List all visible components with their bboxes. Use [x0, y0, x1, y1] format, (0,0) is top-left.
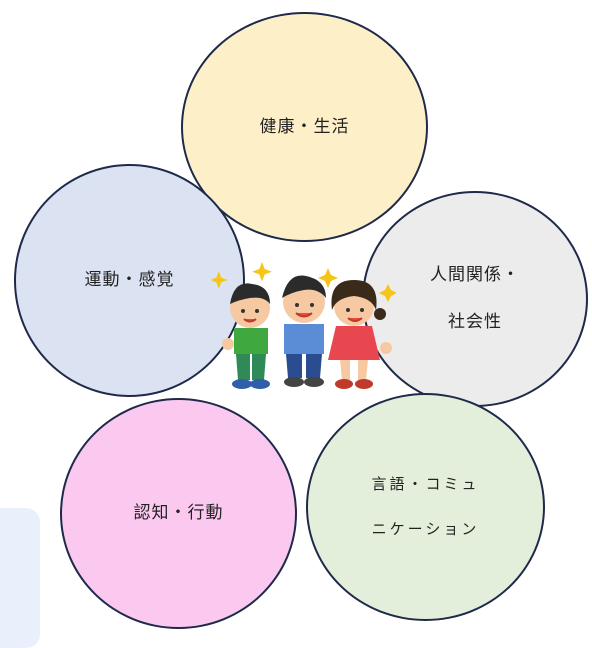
circle-label-cognition: 認知・行動	[133, 503, 224, 523]
circle-cognition-behavior: 認知・行動	[60, 398, 297, 629]
circle-label-comm-1: 言語・コミュ	[371, 475, 480, 493]
circle-label-social-2: 社会性	[448, 312, 502, 332]
circle-communication: 言語・コミュ ニケーション	[306, 393, 545, 621]
circle-label-motor: 運動・感覚	[84, 270, 175, 290]
circle-motor-sensory: 運動・感覚	[14, 164, 245, 397]
three-children-running-icon	[212, 262, 396, 389]
side-panel-decoration	[0, 508, 40, 648]
circle-label-comm-2: ニケーション	[371, 520, 480, 538]
circle-label-social-1: 人間関係・	[430, 265, 520, 285]
circle-label-health: 健康・生活	[259, 116, 350, 137]
circle-health-life: 健康・生活	[181, 12, 428, 242]
